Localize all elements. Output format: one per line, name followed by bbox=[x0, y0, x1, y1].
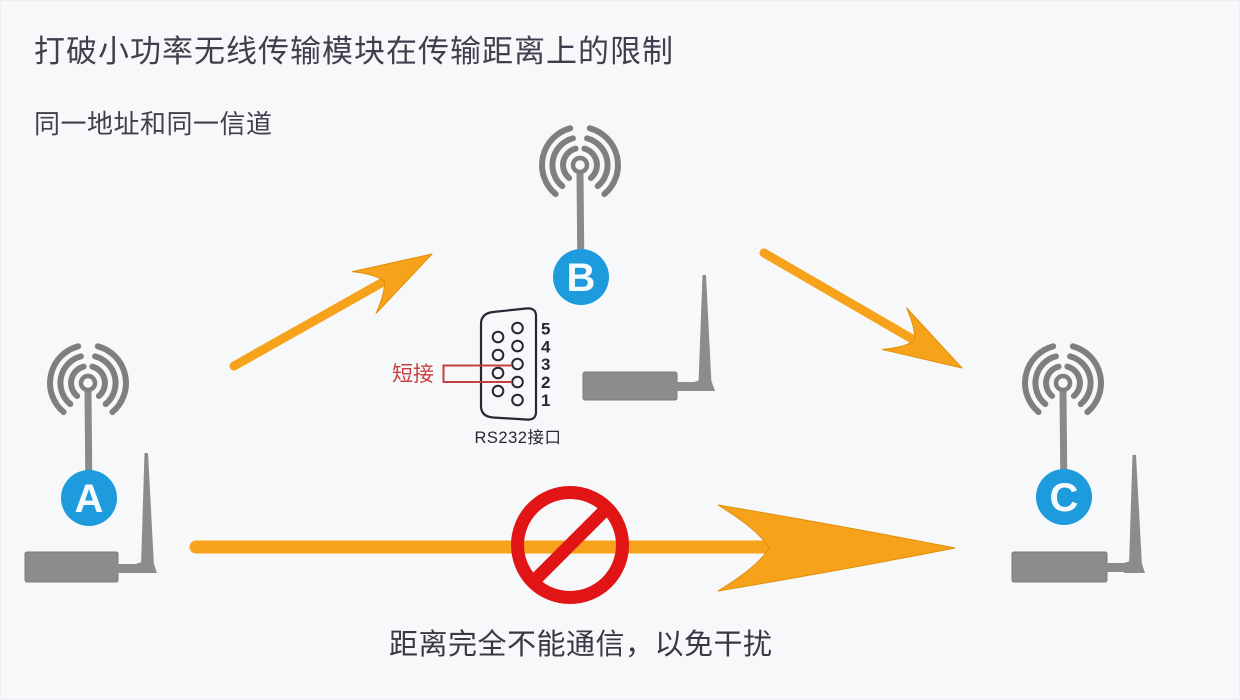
antenna-joint bbox=[1104, 563, 1128, 572]
pin-number-4: 4 bbox=[541, 338, 551, 357]
whip-antenna-icon bbox=[140, 453, 154, 573]
link-a-to-b-arrow-icon bbox=[229, 253, 433, 371]
link-a-to-c-blocked-arrow-icon bbox=[189, 504, 956, 592]
module-b-radio-module-icon bbox=[582, 275, 715, 401]
node-a-label: A bbox=[75, 477, 104, 521]
node-b-badge bbox=[553, 249, 609, 305]
node-b-broadcast-antenna-icon: B bbox=[539, 125, 621, 305]
connector-outline bbox=[479, 307, 538, 421]
db9-serial-connector-icon: 5 4 3 2 1 短接 RS232接口 bbox=[392, 307, 562, 447]
pin-number-1: 1 bbox=[541, 391, 550, 410]
node-c-broadcast-antenna-icon: C bbox=[1022, 343, 1104, 525]
pin-number-3: 3 bbox=[541, 355, 550, 374]
antenna-head bbox=[570, 155, 590, 175]
antenna-mast bbox=[1059, 390, 1068, 481]
node-c-badge bbox=[1036, 469, 1092, 525]
whip-antenna-icon bbox=[697, 275, 712, 391]
antenna-joint bbox=[675, 382, 699, 391]
node-a-broadcast-antenna-icon: A bbox=[47, 343, 129, 526]
link-b-to-c-arrow-icon bbox=[759, 248, 963, 369]
no-entry-icon bbox=[511, 486, 629, 604]
radio-waves-icon bbox=[539, 125, 621, 198]
module-body bbox=[582, 371, 678, 401]
pin-numbers: 5 4 3 2 1 bbox=[541, 320, 551, 411]
jumper-wire bbox=[442, 364, 512, 383]
node-a-badge bbox=[61, 470, 117, 526]
module-c-radio-module-icon bbox=[1011, 455, 1145, 583]
node-b-label: B bbox=[567, 256, 596, 300]
module-a-radio-module-icon bbox=[24, 453, 157, 583]
module-body bbox=[1011, 551, 1108, 583]
whip-antenna-icon bbox=[1128, 455, 1142, 573]
pin-number-5: 5 bbox=[541, 320, 550, 339]
subtitle-same-address-channel: 同一地址和同一信道 bbox=[34, 109, 273, 139]
radio-waves-icon bbox=[1022, 343, 1104, 416]
page-title: 打破小功率无线传输模块在传输距离上的限制 bbox=[34, 34, 674, 69]
pin-number-2: 2 bbox=[541, 373, 550, 392]
antenna-head bbox=[78, 373, 98, 393]
node-c-label: C bbox=[1050, 476, 1079, 520]
caption-no-direct-communication: 距离完全不能通信，以免干扰 bbox=[389, 629, 773, 661]
jumper-label: 短接 bbox=[392, 363, 434, 386]
connector-pins bbox=[491, 321, 524, 407]
antenna-joint bbox=[116, 564, 140, 573]
antenna-mast bbox=[84, 390, 93, 481]
antenna-head bbox=[1053, 373, 1073, 393]
radio-waves-icon bbox=[47, 343, 129, 416]
antenna-mast bbox=[576, 172, 585, 261]
rs232-port-label: RS232接口 bbox=[475, 428, 562, 447]
module-body bbox=[24, 551, 119, 583]
